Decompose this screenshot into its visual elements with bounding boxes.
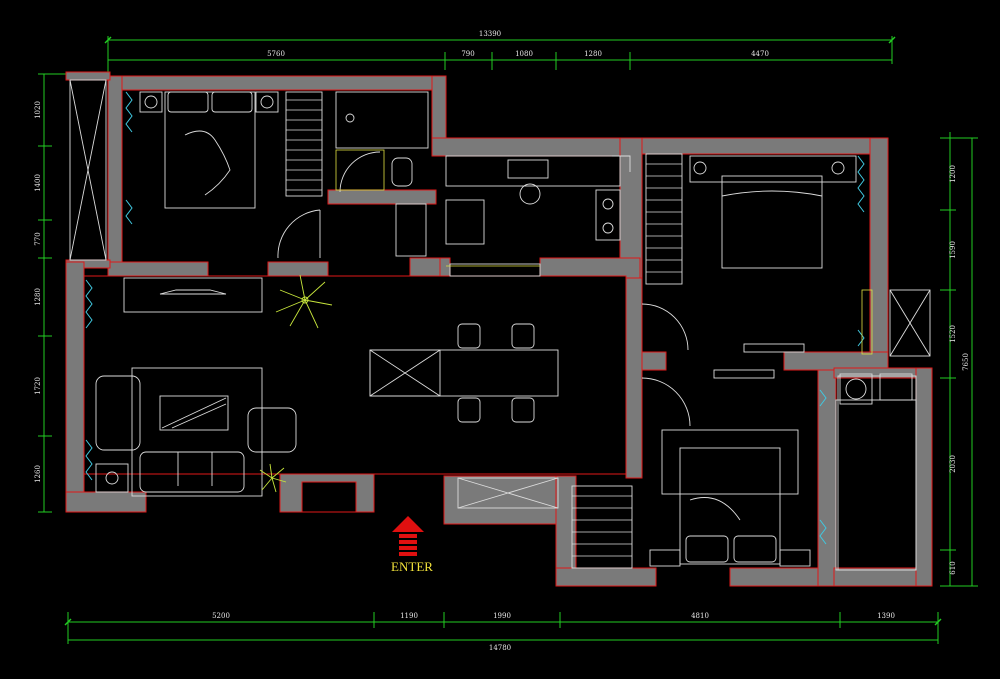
- floor-openings: [83, 275, 627, 513]
- plant-icon: [259, 463, 287, 493]
- windows: [85, 91, 865, 545]
- right-seg-1: 1200: [949, 165, 957, 183]
- bottom-seg-4: 4810: [691, 612, 709, 620]
- plant-icon: [275, 274, 333, 329]
- top-seg-1: 5760: [267, 50, 285, 58]
- entrance: ENTER: [391, 516, 433, 574]
- top-seg-4: 1280: [584, 50, 602, 58]
- left-seg-1: 1020: [34, 101, 42, 119]
- top-total-label: 13390: [479, 30, 501, 38]
- fixtures: [335, 149, 873, 355]
- left-seg-6: 1260: [34, 465, 42, 483]
- bottom-seg-3: 1990: [493, 612, 511, 620]
- bottom-seg-1: 5200: [212, 612, 230, 620]
- right-seg-4: 2030: [949, 455, 957, 473]
- dimension-lines: [38, 36, 978, 644]
- left-seg-3: 770: [34, 232, 42, 245]
- plants: [259, 274, 333, 493]
- right-seg-3: 1520: [949, 325, 957, 343]
- left-seg-2: 1400: [34, 174, 42, 192]
- bottom-seg-2: 1190: [400, 612, 418, 620]
- bottom-total-label: 14780: [489, 644, 511, 652]
- left-seg-5: 1720: [34, 377, 42, 395]
- walls: [65, 71, 933, 587]
- right-seg-5: 610: [949, 561, 957, 574]
- left-seg-4: 1280: [34, 288, 42, 306]
- bottom-seg-5: 1390: [877, 612, 895, 620]
- right-seg-2: 1590: [949, 241, 957, 259]
- top-seg-2: 790: [461, 50, 474, 58]
- arrow-up-icon: [392, 516, 424, 556]
- top-seg-3: 1080: [515, 50, 533, 58]
- furniture: [69, 79, 931, 571]
- top-seg-5: 4470: [751, 50, 769, 58]
- dimension-labels: 13390 5760 790 1080 1280 4470 5200 1190 …: [34, 30, 970, 652]
- enter-label: ENTER: [391, 559, 433, 574]
- right-total-label: 7650: [962, 353, 970, 371]
